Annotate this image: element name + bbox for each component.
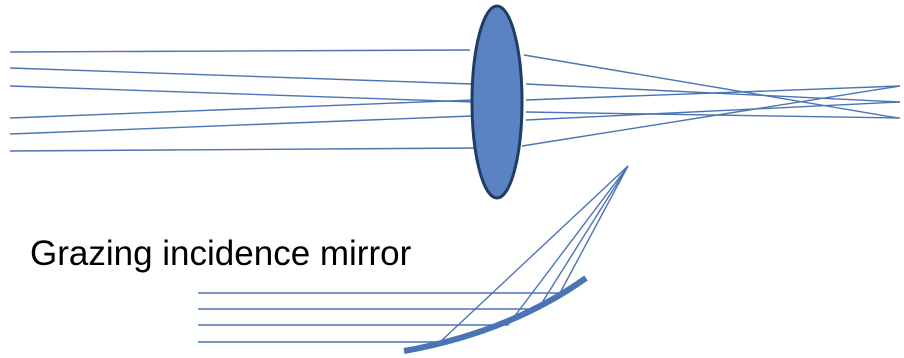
incoming-ray	[9, 99, 475, 119]
mirror-reflected-ray	[439, 165, 629, 343]
incoming-ray	[9, 85, 475, 103]
mirror-reflected-ray	[507, 165, 629, 326]
focused-ray	[523, 54, 899, 119]
lens	[470, 4, 524, 200]
incoming-ray	[9, 49, 471, 53]
mirror-reflected-ray	[559, 165, 629, 294]
focused-ray	[525, 85, 901, 101]
focused-ray	[525, 101, 901, 121]
mirror-rays	[198, 165, 629, 343]
grazing-mirror	[403, 275, 588, 354]
incoming-ray	[9, 115, 473, 135]
incoming-ray	[9, 67, 473, 85]
incoming-ray	[9, 147, 479, 152]
mirror-reflected-ray	[537, 165, 629, 310]
lens-rays	[9, 49, 901, 152]
mirror-caption: Grazing incidence mirror	[30, 234, 412, 273]
focused-ray	[521, 85, 901, 147]
